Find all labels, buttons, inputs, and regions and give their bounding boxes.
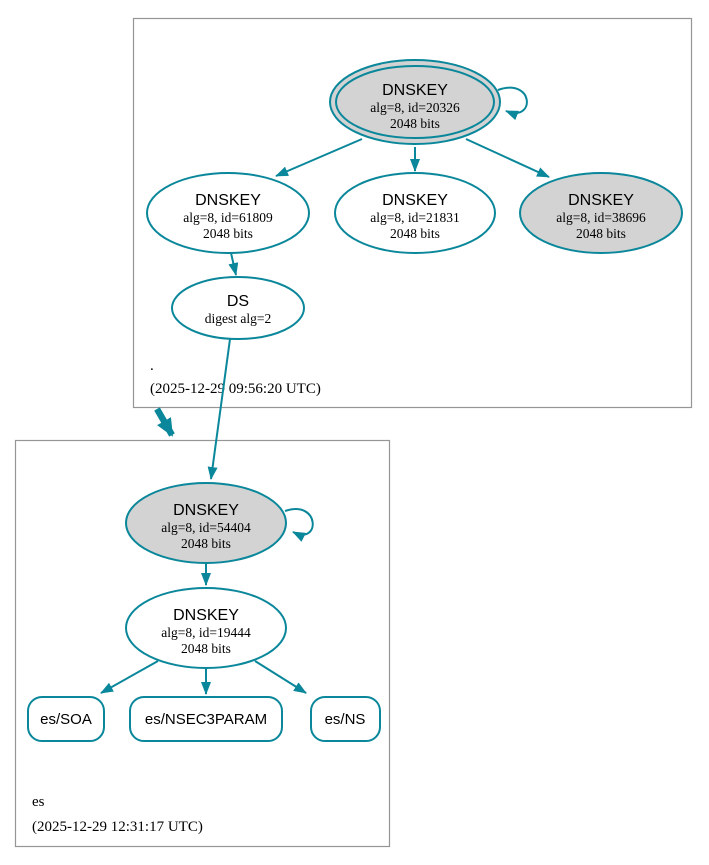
edge-dnskey-19444-to-ns <box>254 660 307 694</box>
node-dnskey-21831-alg-id: alg=8, id=21831 <box>370 210 459 225</box>
node-rrset-es-ns-shape <box>310 696 381 742</box>
node-dnskey-19444-bits: 2048 bits <box>181 641 231 656</box>
node-dnskey-61809-bits: 2048 bits <box>203 226 253 241</box>
edge-dnskey-20326-to-38696 <box>465 138 550 178</box>
node-rrset-es-nsec3param[interactable]: es/NSEC3PARAM <box>129 696 283 742</box>
edge-dnskey-61809-to-ds <box>228 252 239 276</box>
node-ds-es-title: DS <box>227 293 249 310</box>
node-dnskey-54404-title: DNSKEY <box>173 502 239 519</box>
node-dnskey-20326-title: DNSKEY <box>382 82 448 99</box>
node-dnskey-21831-title: DNSKEY <box>382 192 448 209</box>
node-dnskey-20326-inner-ring <box>335 65 495 139</box>
node-rrset-es-soa-shape <box>27 696 105 742</box>
zone-timestamp-root: (2025-12-29 09:56:20 UTC) <box>150 381 321 397</box>
node-dnskey-21831-shape <box>334 172 496 254</box>
node-dnskey-61809[interactable]: DNSKEY alg=8, id=61809 2048 bits <box>146 172 310 254</box>
zone-label-es: es <box>32 794 45 810</box>
node-rrset-es-soa-label: es/SOA <box>40 711 92 728</box>
node-ds-es-shape <box>171 276 305 340</box>
node-rrset-es-ns[interactable]: es/NS <box>310 696 381 742</box>
node-dnskey-38696-bits: 2048 bits <box>576 226 626 241</box>
zone-timestamp-es: (2025-12-29 12:31:17 UTC) <box>32 819 203 835</box>
zone-box-root: . (2025-12-29 09:56:20 UTC) <box>132 17 693 409</box>
node-dnskey-38696-shape <box>519 172 683 254</box>
node-dnskey-38696[interactable]: DNSKEY alg=8, id=38696 2048 bits <box>519 172 683 254</box>
node-dnskey-54404-shape <box>125 482 287 564</box>
zone-box-es-border <box>14 439 391 848</box>
edge-selfsign-dnskey-54404 <box>284 508 314 542</box>
zone-box-root-border <box>132 17 693 409</box>
node-dnskey-61809-title: DNSKEY <box>195 192 261 209</box>
edge-zone-delegation-root-to-es <box>154 407 175 437</box>
zone-label-root: . <box>150 358 154 374</box>
node-dnskey-19444-title: DNSKEY <box>173 607 239 624</box>
node-dnskey-20326-alg-id: alg=8, id=20326 <box>370 100 460 115</box>
node-dnskey-38696-alg-id: alg=8, id=38696 <box>556 210 646 225</box>
node-dnskey-54404-bits: 2048 bits <box>181 536 231 551</box>
node-ds-es-digest: digest alg=2 <box>205 311 271 326</box>
edge-selfsign-dnskey-20326 <box>497 86 528 121</box>
node-dnskey-20326-bits: 2048 bits <box>390 116 440 131</box>
node-rrset-es-nsec3param-shape <box>129 696 283 742</box>
node-dnskey-38696-title: DNSKEY <box>568 192 634 209</box>
node-dnskey-61809-alg-id: alg=8, id=61809 <box>183 210 273 225</box>
node-dnskey-54404-alg-id: alg=8, id=54404 <box>161 520 251 535</box>
zone-box-es: es (2025-12-29 12:31:17 UTC) <box>14 439 391 848</box>
node-dnskey-19444[interactable]: DNSKEY alg=8, id=19444 2048 bits <box>125 587 287 669</box>
node-dnskey-61809-shape <box>146 172 310 254</box>
edge-ds-to-dnskey-54404 <box>207 338 231 480</box>
node-ds-es[interactable]: DS digest alg=2 <box>171 276 305 340</box>
node-dnskey-54404[interactable]: DNSKEY alg=8, id=54404 2048 bits <box>125 482 287 564</box>
node-dnskey-20326[interactable]: DNSKEY alg=8, id=20326 2048 bits <box>329 59 501 145</box>
edge-dnskey-19444-to-soa <box>100 660 159 694</box>
node-dnskey-21831[interactable]: DNSKEY alg=8, id=21831 2048 bits <box>334 172 496 254</box>
edge-dnskey-20326-to-61809 <box>275 138 363 177</box>
node-rrset-es-soa[interactable]: es/SOA <box>27 696 105 742</box>
node-rrset-es-ns-label: es/NS <box>325 711 366 728</box>
node-dnskey-19444-alg-id: alg=8, id=19444 <box>161 625 251 640</box>
node-rrset-es-nsec3param-label: es/NSEC3PARAM <box>145 711 267 728</box>
node-dnskey-19444-shape <box>125 587 287 669</box>
node-dnskey-21831-bits: 2048 bits <box>390 226 440 241</box>
